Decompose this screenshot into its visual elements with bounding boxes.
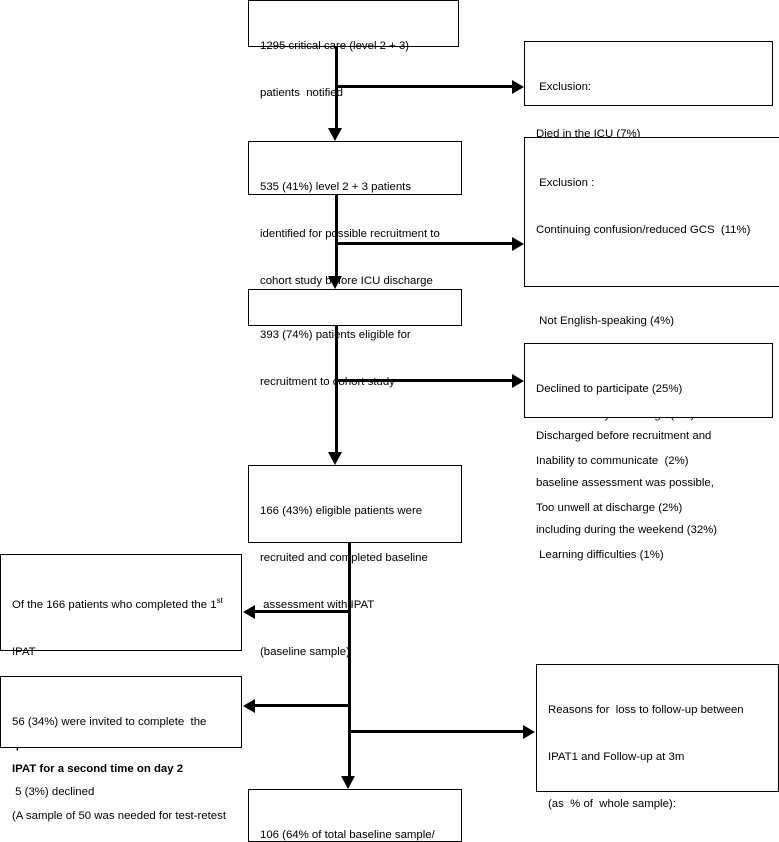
node-exclusion-2-line-2: Continuing confusion/reduced GCS (11%)	[536, 223, 751, 236]
node-validation-line-1: Of the 166 patients who completed the 1s…	[12, 596, 223, 611]
node-declined-line-1: Declined to participate (25%)	[536, 383, 683, 396]
node-identified-line-2: identified for possible recruitment to	[260, 227, 440, 240]
arrowhead-retest	[243, 698, 255, 713]
node-exclusion-2-line-8: Too unwell at discharge (2%)	[536, 502, 683, 515]
node-declined-line-2: Discharged before recruitment and	[536, 429, 712, 442]
node-exclusion-1-line-2: Died in the ICU (7%)	[536, 127, 641, 140]
node-baseline-line-3: assessment with IPAT	[260, 598, 375, 611]
node-exclusion-2: Exclusion : Continuing confusion/reduced…	[524, 137, 779, 561]
node-loss-line-2: IPAT1 and Follow-up at 3m	[548, 750, 685, 763]
ordinal-superscript: st	[216, 596, 223, 606]
node-declined: Declined to participate (25%) Discharged…	[524, 343, 773, 536]
node-exclusion-2-spacer	[536, 270, 770, 283]
arrowhead-baseline	[328, 452, 342, 465]
node-exclusion-2-line-1: Exclusion :	[536, 177, 595, 190]
node-baseline-line-2: recruited and completed baseline	[260, 551, 428, 564]
node-baseline: 166 (43%) eligible patients were recruit…	[248, 465, 462, 658]
node-validation-line-2: IPAT	[12, 645, 36, 658]
node-exclusion-1-line-1: Exclusion:	[536, 81, 592, 94]
node-loss-line-1: Reasons for loss to follow-up between	[548, 704, 744, 717]
connector-to-declined	[335, 379, 515, 382]
node-baseline-line-4: (baseline sample)	[260, 645, 350, 658]
node-notified-line-1: 1295 critical care (level 2 + 3)	[260, 40, 410, 53]
node-notified: 1295 critical care (level 2 + 3) patient…	[248, 0, 459, 99]
node-validation-line-5: 5 (3%) declined	[12, 786, 95, 799]
arrowhead-followup	[341, 776, 355, 789]
node-exclusion-2-line-7: Inability to communicate (2%)	[536, 455, 689, 468]
node-eligible-line-2: recruitment to cohort study	[260, 375, 395, 388]
node-loss-line-3: (as % of whole sample):	[548, 797, 676, 810]
connector-to-retest	[254, 704, 350, 707]
node-exclusion-1: Exclusion: Died in the ICU (7%) Admissio…	[524, 41, 773, 187]
connector-eligible-to-baseline	[335, 326, 338, 458]
node-declined-line-4: including during the weekend (32%)	[536, 523, 718, 536]
node-retest-line-3: (A sample of 50 was needed for test-rete…	[12, 809, 227, 822]
connector-notified-to-identified	[335, 47, 338, 134]
connector-to-exclusion-2	[335, 242, 515, 245]
connector-to-exclusion-1	[335, 85, 515, 88]
node-retest-line-2: IPAT for a second time on day 2	[12, 762, 184, 775]
node-notified-line-2: patients notified	[260, 86, 343, 99]
node-retest-line-1: 56 (34%) were invited to complete the	[12, 716, 207, 729]
node-loss-to-followup: Reasons for loss to follow-up between IP…	[536, 664, 779, 810]
connector-to-validation	[254, 610, 350, 613]
node-validation: Of the 166 patients who completed the 1s…	[0, 554, 242, 798]
arrowhead-declined	[512, 373, 524, 388]
arrowhead-validation	[243, 604, 255, 619]
arrowhead-eligible	[328, 276, 342, 289]
connector-identified-to-eligible	[335, 195, 338, 282]
node-baseline-line-1: 166 (43%) eligible patients were	[260, 505, 423, 518]
node-declined-line-3: baseline assessment was possible,	[536, 476, 714, 489]
node-followup: 106 (64% of total baseline sample/ 77% o…	[248, 789, 462, 842]
connector-baseline-to-followup	[348, 543, 351, 783]
arrowhead-loss-followup	[523, 724, 535, 739]
node-exclusion-2-line-9: Learning difficulties (1%)	[536, 548, 664, 561]
arrowhead-exclusion-1	[512, 79, 524, 94]
arrowhead-identified	[328, 128, 342, 141]
node-identified-line-1: 535 (41%) level 2 + 3 patients	[260, 181, 412, 194]
node-identified: 535 (41%) level 2 + 3 patients identifie…	[248, 141, 462, 287]
arrowhead-exclusion-2	[512, 236, 524, 251]
connector-to-loss-followup	[348, 730, 525, 733]
node-eligible: 393 (74%) patients eligible for recruitm…	[248, 289, 462, 388]
node-followup-line-1: 106 (64% of total baseline sample/	[260, 829, 435, 842]
node-eligible-line-1: 393 (74%) patients eligible for	[260, 329, 411, 342]
node-identified-line-3: cohort study before ICU discharge	[260, 274, 433, 287]
node-exclusion-2-line-4: Not English-speaking (4%)	[536, 314, 675, 327]
node-retest: 56 (34%) were invited to complete the IP…	[0, 676, 242, 822]
